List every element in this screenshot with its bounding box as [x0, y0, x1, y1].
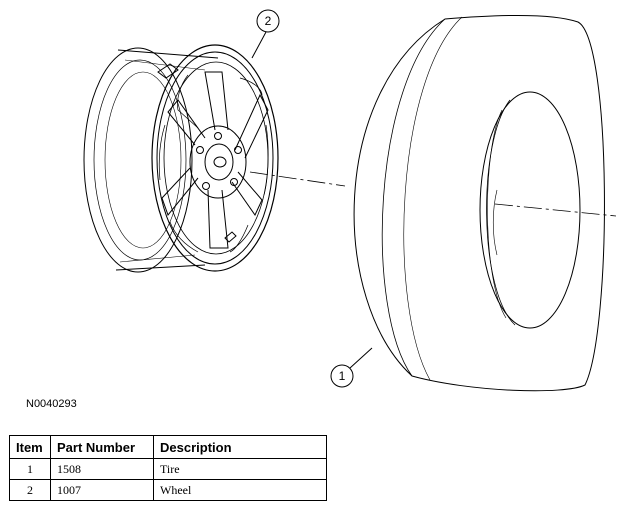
center-axis [249, 171, 617, 217]
table-row: 2 1007 Wheel [9, 479, 327, 501]
table-row: 1 1508 Tire [9, 458, 327, 480]
callout-2 [251, 9, 280, 59]
tire-drawing [353, 15, 605, 392]
callout-2-label: 2 [265, 14, 272, 28]
table-header-row: Item Part Number Description [9, 435, 327, 459]
header-item: Item [9, 435, 51, 459]
figure-id: N0040293 [26, 398, 77, 410]
parts-table: Item Part Number Description 1 1508 Tire… [9, 435, 327, 501]
header-part-number: Part Number [50, 435, 154, 459]
cell-description: Wheel [153, 479, 327, 501]
wheel-tire-exploded-view: 2 1 [83, 9, 617, 392]
cell-part-number: 1007 [50, 479, 154, 501]
cell-description: Tire [153, 458, 327, 480]
cell-item: 2 [9, 479, 51, 501]
wheel-drawing [83, 44, 279, 273]
header-description: Description [153, 435, 327, 459]
cell-part-number: 1508 [50, 458, 154, 480]
callout-1 [330, 347, 373, 388]
callout-1-label: 1 [339, 369, 346, 383]
cell-item: 1 [9, 458, 51, 480]
